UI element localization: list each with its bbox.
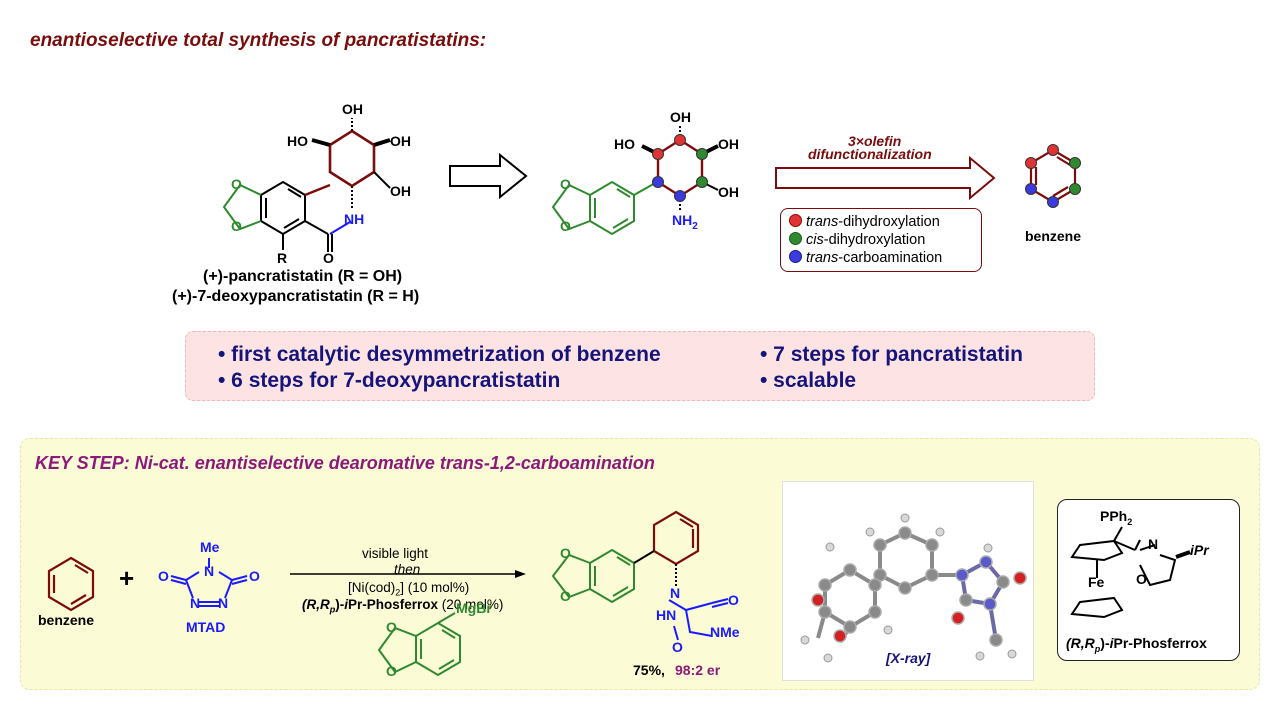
o-label: O [386,663,397,679]
yield-label: 75%, [633,662,665,678]
o-label: O [728,592,739,608]
blue-dot-icon [789,250,802,263]
carbonyl-o-label: O [323,250,334,266]
ho-label: HO [614,136,635,152]
page-title: enantioselective total synthesis of panc… [30,30,487,51]
n-label: N [218,595,229,611]
oh-label: OH [718,136,739,152]
ho-label: HO [287,133,308,149]
mtad-label: MTAD [186,619,226,635]
fe-label: Fe [1088,574,1105,590]
nh-label: NH [344,211,365,227]
mgbr-label: MgBr [456,600,492,616]
oh-label: OH [718,184,739,200]
oh-label: OH [670,109,691,125]
highlights-box [185,331,1095,401]
pph2-label: PPh2 [1100,508,1133,527]
conditions-line-3: [Ni(cod)2] (10 mol%) [348,580,470,598]
nh2-label: NH2 [672,212,698,232]
o-label: O [386,619,397,635]
oh-label: OH [342,101,363,117]
o-label: O [560,218,571,234]
green-dot-icon [789,232,802,245]
n-label: N [190,595,201,611]
o-label: O [231,176,242,192]
arrow-label-2: difunctionalization [808,146,932,162]
o-label: O [158,568,169,584]
deoxypancratistatin-name: (+)-7-deoxypancratistatin (R = H) [172,288,420,305]
o-label: O [560,545,571,561]
o-label: O [560,588,571,604]
er-label: 98:2 er [675,662,721,678]
highlight-item: • scalable [760,369,857,392]
highlight-item: • first catalytic desymmetrization of be… [218,343,661,366]
legend-item: trans-dihydroxylation [789,214,940,230]
ligand-name: (R,Rp)-iPr-Phosferrox [1066,635,1207,654]
o-label: O [249,568,260,584]
conditions-line-4: (R,Rp)-iPr-Phosferrox (20 mol%) [302,597,504,615]
r-label: R [277,250,288,266]
n-label: N [204,563,215,579]
o-label: O [560,176,571,192]
nme-label: NMe [710,624,740,640]
highlight-item: • 7 steps for pancratistatin [760,343,1023,366]
me-label: Me [200,539,220,555]
legend-item: cis-dihydroxylation [789,232,925,248]
conditions-line-2: then [394,562,421,577]
n-label: N [670,585,681,601]
color-legend: trans-dihydroxylation cis-dihydroxylatio… [780,208,982,272]
benzene-label: benzene [38,612,95,628]
arrow-label-1: 3×olefin [848,133,902,149]
xray-label: [X-ray] [886,650,931,666]
n-label: N [1148,536,1159,552]
conditions-line-1: visible light [362,546,429,561]
oh-label: OH [390,133,411,149]
o-label: O [231,218,242,234]
highlight-item: • 6 steps for 7-deoxypancratistatin [218,369,561,392]
benzene-label: benzene [1025,228,1082,244]
oh-label: OH [390,183,411,199]
pancratistatin-name: (+)-pancratistatin (R = OH) [203,268,403,285]
ipr-label: iPr [1190,542,1209,558]
red-dot-icon [789,214,802,227]
key-step-box [20,438,1260,690]
o-label: O [1136,571,1147,587]
plus-sign: + [119,563,135,593]
o-label: O [672,639,683,655]
key-step-title: KEY STEP: Ni-cat. enantiselective dearom… [35,453,655,473]
hn-label: HN [656,607,677,623]
legend-item: trans-carboamination [789,250,942,266]
